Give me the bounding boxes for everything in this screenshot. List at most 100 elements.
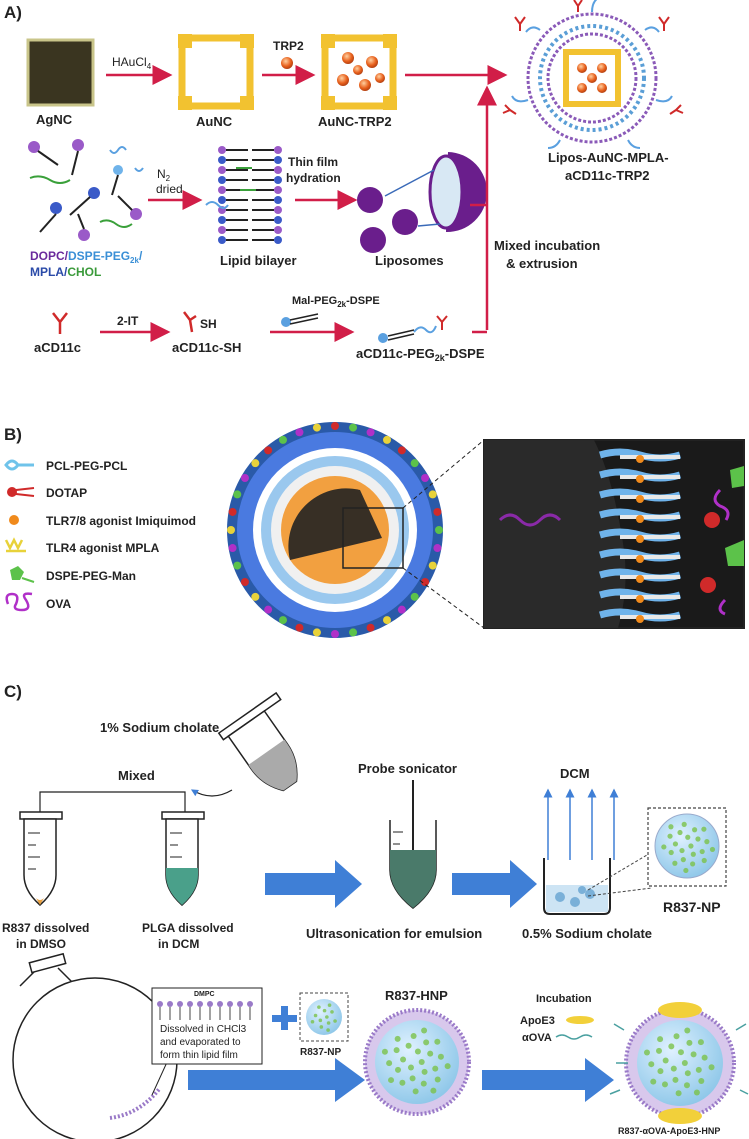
apoe3-icon [566,1016,594,1024]
panel-a-label: A) [4,3,22,22]
sodium-cholate-label: 1% Sodium cholate [100,720,219,735]
svg-text:TLR7/8 agonist Imiquimod: TLR7/8 agonist Imiquimod [46,514,196,528]
zoom-line-top [402,439,485,509]
mixed-incubation-label: Mixed incubation [494,238,600,253]
plga-dcm-label: in DCM [158,937,199,951]
liposomes-group [357,152,488,253]
legend-item-pcl-peg-pcl: PCL-PEG-PCL [4,459,127,473]
r837-dmso-label: in DMSO [16,937,66,951]
beaker [543,858,611,915]
aova-label: αOVA [522,1032,552,1044]
blue-arrow-4 [482,1058,614,1102]
blue-arrow-1 [265,860,362,908]
lipid-mix-label: DOPC/DSPE-PEG2k/ [30,249,143,265]
r837-hnp-label: R837-HNP [385,988,448,1003]
panel-b-label: B) [4,425,22,444]
plus-icon [272,1006,297,1030]
product-label-1: Lipos-AuNC-MPLA- [548,150,669,165]
acd11c-antibody-icon [52,312,68,334]
sonicator-tube [389,780,437,909]
final-label: R837-αOVA-ApoE3-HNP [618,1126,720,1136]
r837-dissolved-label: R837 dissolved [2,921,89,935]
mal-peg-label: Mal-PEG2k-DSPE [292,295,380,309]
panel-b-legend: PCL-PEG-PCL DOTAP TLR7/8 agonist Imiquim… [4,459,196,612]
svg-text:DOTAP: DOTAP [46,486,87,500]
polymer-nanoparticle [227,422,443,638]
film-text-1: Dissolved in CHCl3 [160,1024,247,1035]
svg-text:PCL-PEG-PCL: PCL-PEG-PCL [46,459,127,473]
inset-line-2 [587,887,653,897]
2it-label: 2-IT [117,314,139,328]
extrusion-label: & extrusion [506,256,578,271]
blue-arrow-3 [188,1058,365,1102]
legend-item-dotap: DOTAP [7,486,87,500]
aunc-hollow-cube [178,34,254,110]
plga-dissolved-label: PLGA dissolved [142,921,234,935]
svg-text:OVA: OVA [46,597,71,611]
dcm-label: DCM [560,766,590,781]
r837-np-inset [647,807,727,887]
legend-item-dspe-peg-man: DSPE-PEG-Man [10,566,136,583]
pour-arrow [190,789,233,797]
zoom-panel [483,439,745,629]
mal-peg-icon [281,313,319,327]
thin-film-label: Thin film [288,155,338,169]
svg-text:DSPE-PEG-Man: DSPE-PEG-Man [46,569,136,583]
trp2-sphere [281,57,293,69]
r837-hnp-particle [363,1008,471,1116]
lipid-mix-label-2: MPLA/CHOL [30,265,101,279]
zoom-box [342,507,404,569]
acd11c-sh-antibody-icon [183,311,197,333]
r837-np-label: R837-NP [663,899,721,915]
r837-np-small-label: R837-NP [300,1047,341,1058]
aunc-trp2-cube [321,34,397,110]
film-callout: DMPC Dissolved in CHCl3 and evaporated t… [151,987,263,1065]
liposomes-label: Liposomes [375,253,444,268]
dried-label: dried [156,182,183,196]
film-text-2: and evaporated to [160,1037,241,1048]
sh-label: SH [200,317,217,331]
r837-np-small-inset [299,992,349,1042]
n2-label: N2 [157,167,171,183]
half-cholate-label: 0.5% Sodium cholate [522,926,652,941]
zoom-line-bottom [402,567,485,629]
svg-text:TLR4 agonist MPLA: TLR4 agonist MPLA [46,541,160,555]
aova-icon [555,1034,593,1040]
final-particle [609,1002,749,1124]
acd11c-peg-dspe-label: aCD11c-PEG2k-DSPE [356,346,485,363]
product-label-2: aCD11c-TRP2 [565,168,650,183]
incubation-label: Incubation [536,993,592,1005]
panel-c-label: C) [4,682,22,701]
film-callout-line [151,1059,169,1096]
inset-line-1 [587,851,653,891]
tilted-tube [217,691,298,792]
legend-item-ova: OVA [5,592,71,612]
mixed-bracket [39,791,186,812]
apoe3-label: ApoE3 [520,1015,555,1027]
lipid-bilayer [205,146,282,244]
probe-sonicator-label: Probe sonicator [358,761,457,776]
acd11c-label: aCD11c [34,340,81,355]
trp2-label: TRP2 [273,39,304,53]
ultrasonication-label: Ultrasonication for emulsion [306,926,482,941]
hydration-label: hydration [286,171,341,185]
aunc-trp2-label: AuNC-TRP2 [318,114,392,129]
tube-plga [161,811,205,906]
mixed-label: Mixed [118,768,155,783]
lipid-mixture [28,139,144,241]
dmpc-label: DMPC [194,991,215,998]
film-text-3: form thin lipid film [160,1050,238,1061]
agnc-cube [26,38,95,107]
lipid-bilayer-label: Lipid bilayer [220,253,297,268]
tube-r837 [19,811,63,906]
blue-arrow-2 [452,860,537,908]
legend-item-mpla: TLR4 agonist MPLA [4,537,160,555]
aunc-label: AuNC [196,114,233,129]
product-liposome [502,0,684,149]
acd11c-sh-label: aCD11c-SH [172,340,241,355]
evaporation-arrows [543,788,619,860]
acd11c-peg-dspe-icon [378,315,448,343]
agnc-label: AgNC [36,112,73,127]
haucl4-label: HAuCl4 [112,55,152,71]
